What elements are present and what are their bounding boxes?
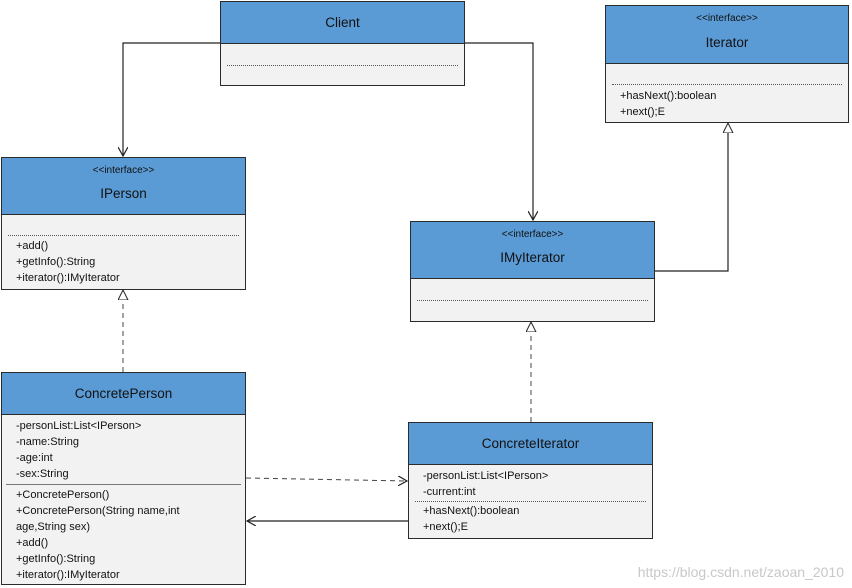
imyiterator-extends-iterator xyxy=(655,123,728,272)
class-name: Client xyxy=(325,15,360,30)
concreteperson-depends-concreteiterator xyxy=(245,478,407,481)
method: +add() xyxy=(16,537,49,549)
class-name: ConcretePerson xyxy=(74,386,173,401)
client-to-iperson-association xyxy=(123,42,220,156)
concreteiterator-header: ConcreteIterator xyxy=(409,423,652,465)
class-iperson[interactable]: <<interface>> IPerson +add() +getInfo():… xyxy=(1,157,246,290)
attribute: -age:int xyxy=(16,452,53,464)
method: +ConcretePerson() xyxy=(16,489,110,501)
client-body xyxy=(221,44,464,85)
concreteiterator-attributes: -personList:List<IPerson> -current:int xyxy=(409,465,652,500)
method: +next();E xyxy=(620,106,665,118)
imyiterator-body xyxy=(411,279,654,321)
iterator-body: +hasNext():boolean +next();E xyxy=(606,64,848,120)
method: +getInfo():String xyxy=(16,553,96,565)
method: +getInfo():String xyxy=(16,256,96,268)
concreteperson-methods: +ConcretePerson() +ConcretePerson(String… xyxy=(2,485,245,583)
client-header: Client xyxy=(221,2,464,44)
attribute: -sex:String xyxy=(16,468,69,480)
iperson-header: <<interface>> IPerson xyxy=(2,158,245,215)
class-name: IMyIterator xyxy=(500,250,565,265)
method: +iterator():IMyIterator xyxy=(16,272,120,284)
method: +ConcretePerson(String name,int xyxy=(16,505,180,517)
section-divider xyxy=(6,484,241,485)
class-concreteperson[interactable]: ConcretePerson -personList:List<IPerson>… xyxy=(1,372,246,585)
stereotype-label: <<interface>> xyxy=(501,229,564,240)
attribute: -personList:List<IPerson> xyxy=(16,420,142,432)
method: age,String sex) xyxy=(16,521,90,533)
class-client[interactable]: Client xyxy=(220,1,465,86)
method: +next();E xyxy=(423,521,468,533)
attribute: -current:int xyxy=(423,486,476,498)
class-name: IPerson xyxy=(100,186,147,201)
method: +add() xyxy=(16,240,49,252)
attribute: -personList:List<IPerson> xyxy=(423,470,549,482)
concreteiterator-methods: +hasNext():boolean +next();E xyxy=(409,503,652,535)
iterator-header: <<interface>> Iterator xyxy=(606,6,848,64)
concreteperson-attributes: -personList:List<IPerson> -name:String -… xyxy=(2,415,245,482)
method: +hasNext():boolean xyxy=(423,505,520,517)
stereotype-label: <<interface>> xyxy=(92,165,155,176)
watermark: https://blog.csdn.net/zaoan_2010 xyxy=(637,564,844,580)
stereotype-label: <<interface>> xyxy=(696,13,758,24)
concreteperson-header: ConcretePerson xyxy=(2,373,245,415)
imyiterator-header: <<interface>> IMyIterator xyxy=(411,222,654,279)
method: +hasNext():boolean xyxy=(620,90,717,102)
method: +iterator():IMyIterator xyxy=(16,569,120,581)
client-to-imyiterator-association xyxy=(464,42,533,220)
class-imyiterator[interactable]: <<interface>> IMyIterator xyxy=(410,221,655,322)
iperson-body: +add() +getInfo():String +iterator():IMy… xyxy=(2,215,245,286)
class-concreteiterator[interactable]: ConcreteIterator -personList:List<IPerso… xyxy=(408,422,653,539)
class-name: ConcreteIterator xyxy=(481,436,580,451)
attribute: -name:String xyxy=(16,436,79,448)
class-name: Iterator xyxy=(705,35,749,50)
class-iterator[interactable]: <<interface>> Iterator +hasNext():boolea… xyxy=(605,5,849,123)
